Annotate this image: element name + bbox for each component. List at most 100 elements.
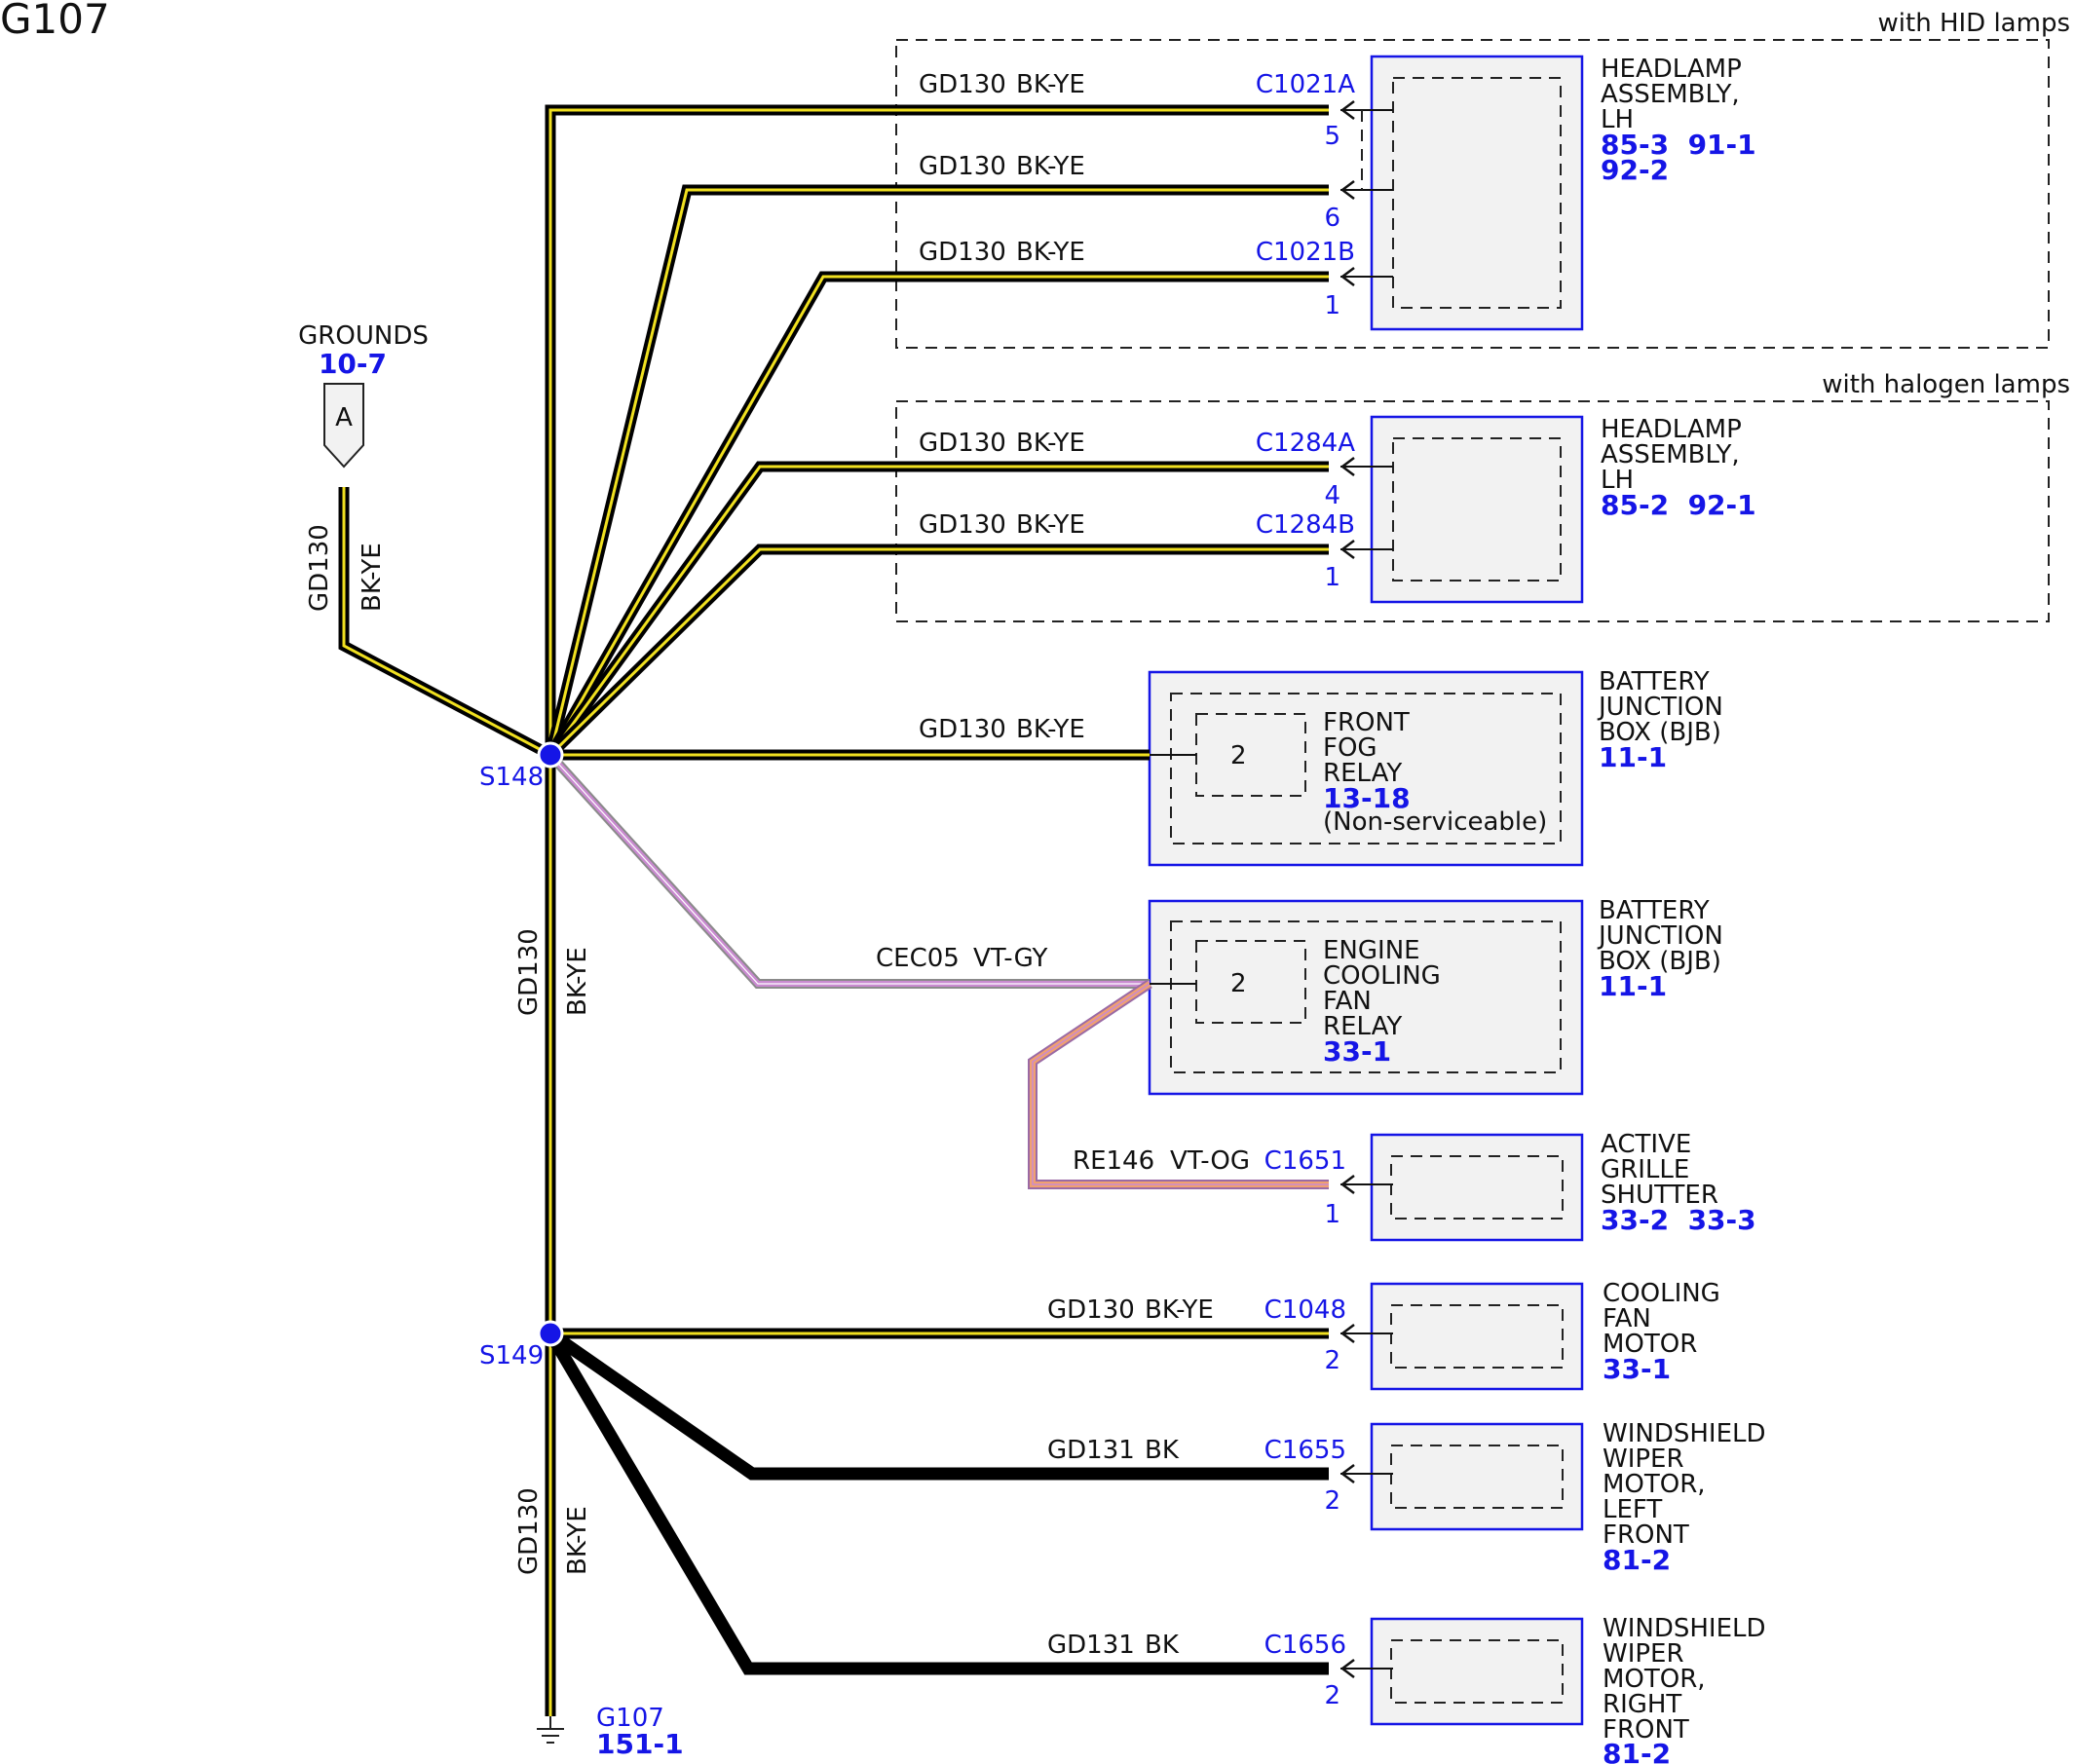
component-name-line: BOX (BJB)	[1599, 718, 1721, 747]
connector-label: C1021B	[1256, 238, 1355, 267]
splice-s148-label: S148	[479, 763, 544, 792]
fan-relay-line: ENGINE	[1323, 936, 1420, 965]
connector-arrow	[1339, 100, 1393, 120]
trunk-lower-color: BK-YE	[563, 1506, 592, 1575]
wire-cec05-fill	[547, 752, 1150, 987]
wire-label-circuit: GD130	[919, 152, 1006, 181]
connector-arrow	[1339, 1464, 1393, 1483]
component-ref: 81-2	[1603, 1738, 1671, 1764]
component-name-line: BOX (BJB)	[1599, 947, 1721, 976]
component-name-line: LH	[1601, 105, 1634, 134]
engine-cooling-fan-relay-component	[1148, 899, 1584, 1096]
wire-cec05	[547, 751, 1150, 989]
wire-c1021b-stripe	[548, 275, 1329, 756]
trunk-upper-circuit: GD130	[514, 928, 544, 1016]
splice-s149-label: S149	[479, 1341, 544, 1370]
wire-label-color: BK-YE	[1016, 429, 1085, 458]
component-name-line: ASSEMBLY,	[1601, 80, 1740, 109]
component-name-line: BATTERY	[1599, 896, 1710, 925]
ground-pin-letter: A	[335, 403, 353, 432]
component-name-line: GRILLE	[1601, 1155, 1689, 1184]
component-name-line: WIPER	[1603, 1445, 1684, 1474]
wire-c1284a-stripe	[548, 465, 1329, 756]
wire-label-circuit: GD130	[919, 70, 1006, 99]
component-name-line: MOTOR	[1603, 1330, 1697, 1359]
component-name-line: BATTERY	[1599, 667, 1710, 696]
wire-label-color: VT-GY	[973, 944, 1047, 973]
fog-relay-line: FRONT	[1323, 708, 1410, 737]
component-name-line: HEADLAMP	[1601, 415, 1742, 444]
wiper-motor-right-component	[1370, 1617, 1584, 1726]
cooling-fan-motor-component	[1370, 1282, 1584, 1391]
component-name-line: WIPER	[1603, 1639, 1684, 1669]
front-fog-relay-component	[1148, 670, 1584, 867]
component-name-line: MOTOR,	[1603, 1665, 1706, 1694]
component-name-line: RIGHT	[1603, 1690, 1681, 1719]
wire-label-color: BK-YE	[1016, 238, 1085, 267]
component-ref: 33-1	[1603, 1353, 1671, 1385]
component-name-line: SHUTTER	[1601, 1181, 1718, 1210]
wire-label-circuit: GD131	[1047, 1631, 1135, 1660]
wire-re146-stripe	[1032, 983, 1329, 1185]
wire-label-circuit: RE146	[1073, 1146, 1154, 1176]
component-name-line: JUNCTION	[1597, 921, 1723, 951]
trunk-lower-circuit: GD130	[514, 1487, 544, 1575]
connector-arrow	[1339, 180, 1393, 200]
ground-ref-circuit: GD130	[305, 524, 334, 612]
wire-c1655	[547, 1328, 1329, 1481]
connector-arrow	[1339, 540, 1393, 559]
component-ref: 81-2	[1603, 1544, 1671, 1576]
ground-point-name: G107	[596, 1704, 664, 1733]
halogen-lamps-note: with halogen lamps	[1822, 370, 2070, 399]
wire-label-color: BK	[1145, 1436, 1180, 1465]
pin-number: 4	[1324, 481, 1340, 510]
component-name-line: WINDSHIELD	[1603, 1614, 1766, 1643]
fan-relay-line: RELAY	[1323, 1012, 1402, 1041]
wiper-motor-left-component	[1370, 1422, 1584, 1531]
connector-label: C1651	[1264, 1146, 1346, 1176]
wire-label-color: BK-YE	[1145, 1295, 1214, 1325]
ground-ref-color: BK-YE	[358, 543, 387, 612]
wires-layer	[338, 104, 1329, 1716]
grounds-label: GROUNDS	[298, 321, 429, 351]
fog-relay-pin: 2	[1230, 741, 1247, 770]
component-name-line: ACTIVE	[1601, 1130, 1691, 1159]
splice-s149-dot	[537, 1320, 564, 1347]
component-name-line: MOTOR,	[1603, 1470, 1706, 1499]
component-ref: 11-1	[1599, 741, 1667, 773]
wire-c1284b-stripe	[548, 547, 1329, 757]
fan-relay-ref: 33-1	[1323, 1035, 1391, 1068]
fog-relay-note: (Non-serviceable)	[1323, 807, 1547, 837]
connector-arrow	[1339, 1659, 1393, 1678]
connector-arrow	[1339, 457, 1393, 476]
ground-point-ref: 151-1	[596, 1728, 684, 1760]
component-ref: 11-1	[1599, 970, 1667, 1002]
component-ref: 92-2	[1601, 154, 1669, 186]
component-ref: 33-2 33-3	[1601, 1204, 1756, 1236]
splice-s148-dot	[537, 741, 564, 769]
wire-label-color: BK-YE	[1016, 510, 1085, 540]
fog-relay-ref: 13-18	[1323, 782, 1411, 814]
pin-number: 5	[1324, 122, 1340, 151]
connector-arrow	[1339, 1324, 1393, 1343]
active-grille-shutter-component	[1370, 1133, 1584, 1242]
trunk-upper-color: BK-YE	[563, 947, 592, 1016]
connector-label: C1656	[1264, 1631, 1346, 1660]
fog-relay-line: RELAY	[1323, 759, 1402, 788]
wire-label-circuit: GD130	[919, 510, 1006, 540]
pin-number: 2	[1324, 1486, 1340, 1516]
wire-label-circuit: GD130	[919, 715, 1006, 744]
wire-label-circuit: CEC05	[876, 944, 960, 973]
hid-lamps-note: with HID lamps	[1878, 9, 2070, 38]
wire-label-circuit: GD130	[1047, 1295, 1135, 1325]
wire-label-circuit: GD131	[1047, 1436, 1135, 1465]
pin-number: 6	[1324, 204, 1340, 233]
connector-label: C1284A	[1256, 429, 1355, 458]
wire-c1021a-pin6-stripe	[548, 188, 1329, 756]
connector-label: C1021A	[1256, 70, 1355, 99]
fan-relay-pin: 2	[1230, 969, 1247, 998]
connector-label: C1655	[1264, 1436, 1346, 1465]
headlamp-hid-component	[1370, 55, 1584, 331]
component-name-line: WINDSHIELD	[1603, 1419, 1766, 1448]
